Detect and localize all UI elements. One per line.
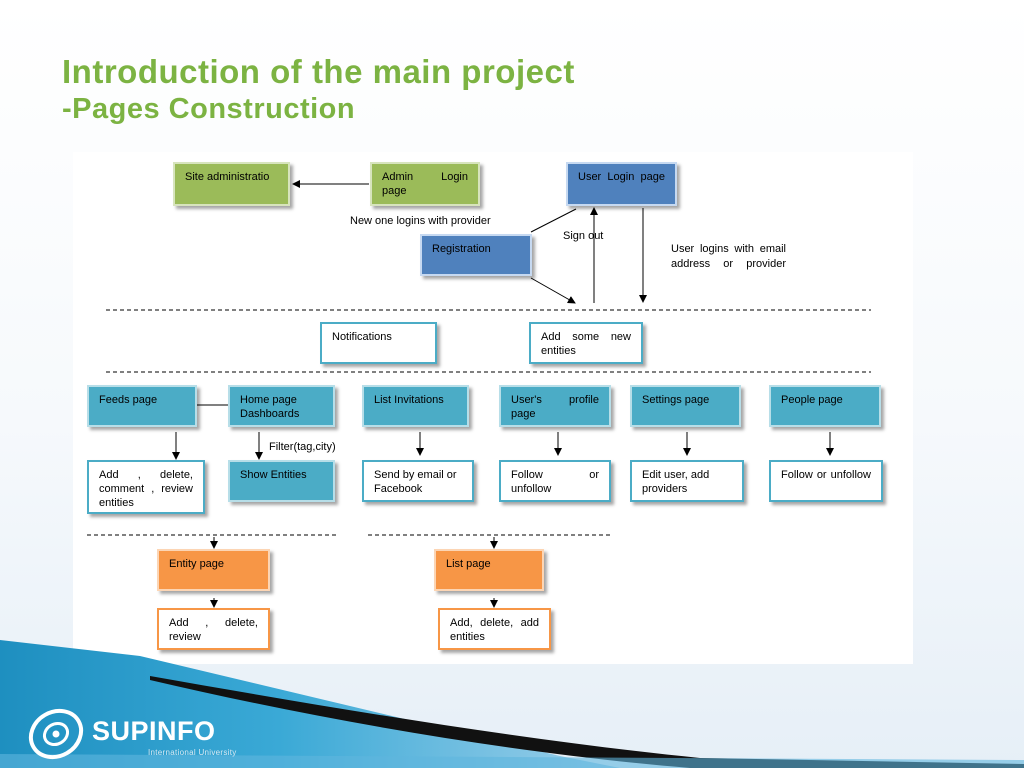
connector-registration-to-main [530, 277, 576, 304]
site-administration-box: Site administratio [173, 162, 290, 206]
notifications-box: Notifications [320, 322, 437, 364]
admin-login-box: Admin Login page [370, 162, 480, 206]
people-page-box: People page [769, 385, 881, 427]
new-one-logins-label: New one logins with provider [350, 215, 491, 227]
footer-brand: SUPINFO [92, 716, 216, 746]
add-new-entities-box: Add some new entities [529, 322, 643, 364]
home-page-box: Home page Dashboards [228, 385, 335, 427]
settings-page-box: Settings page [630, 385, 741, 427]
feeds-page-box: Feeds page [87, 385, 197, 427]
diagram-canvas: Site administratio Admin Login page User… [73, 152, 913, 664]
user-login-box: User Login page [566, 162, 677, 206]
list-page-box: List page [434, 549, 544, 591]
entity-page-box: Entity page [157, 549, 270, 591]
footer-band [0, 640, 1024, 768]
entity-actions-box: Add , delete, review [157, 608, 270, 650]
slide-subtitle: -Pages Construction [62, 93, 356, 125]
add-delete-comment-box: Add , delete, comment , review entities [87, 460, 205, 514]
slide-title: Introduction of the main project [62, 53, 575, 90]
connector-user-to-registration [530, 208, 577, 233]
list-actions-box: Add, delete, add entities [438, 608, 551, 650]
send-by-email-box: Send by email or Facebook [362, 460, 474, 502]
diagram-connectors [87, 180, 871, 608]
show-entities-box: Show Entities [228, 460, 335, 502]
supinfo-logo-icon [28, 708, 84, 760]
footer-tagline: International University [148, 748, 237, 757]
list-invitations-box: List Invitations [362, 385, 469, 427]
user-profile-box: User's profile page [499, 385, 611, 427]
filter-label: Filter(tag,city) [269, 441, 336, 453]
sign-out-label: Sign out [563, 230, 604, 242]
follow-unfollow-box-2: Follow or unfollow [769, 460, 883, 502]
user-logins-label: User logins with email address or provid… [671, 243, 786, 270]
registration-box: Registration [420, 234, 532, 276]
slide-title-block: Introduction of the main project -Pages … [62, 52, 575, 126]
edit-user-box: Edit user, add providers [630, 460, 744, 502]
follow-unfollow-box-1: Follow or unfollow [499, 460, 611, 502]
